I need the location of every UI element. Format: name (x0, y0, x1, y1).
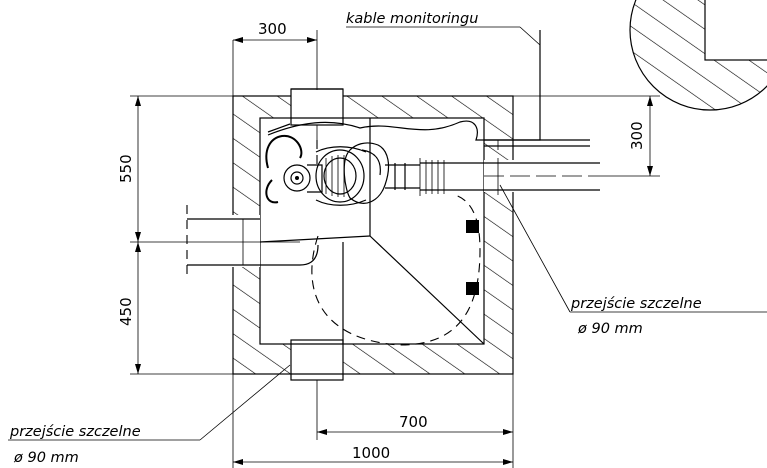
note-monitoring-cables: kable monitoringu (346, 11, 478, 27)
left-inlet-pipe (186, 205, 260, 275)
note-seal-left: przejście szczelne (9, 424, 141, 440)
note-seal-left-diameter: ø 90 mm (13, 450, 79, 466)
right-outlet-pipe (419, 158, 600, 295)
dim-lower-label: 450 (117, 297, 135, 326)
dim-right-label: 300 (628, 121, 646, 150)
pump-unit (265, 134, 420, 206)
annotation-seal-left: przejście szczelne ø 90 mm (8, 364, 291, 466)
note-seal-right-diameter: ø 90 mm (577, 321, 643, 337)
monitoring-cable (267, 30, 590, 150)
dim-upper-label: 550 (117, 154, 135, 183)
internal-channel (259, 118, 485, 346)
dimension-right-300: 300 (513, 95, 660, 177)
top-pipe-sleeve (290, 88, 344, 140)
dimension-bottom: 700 1000 (232, 374, 514, 468)
dimension-top-300: 300 (232, 20, 318, 96)
note-seal-right: przejście szczelne (570, 296, 702, 312)
dim-top-label: 300 (258, 20, 287, 38)
annotation-monitoring-cables: kable monitoringu (346, 11, 541, 46)
detail-callout-circle (629, 0, 767, 111)
dim-bottom-total-label: 1000 (352, 444, 390, 462)
annotation-seal-right: przejście szczelne ø 90 mm (499, 184, 767, 337)
dim-bottom-inner-label: 700 (399, 413, 428, 431)
bottom-pipe-sleeve (290, 339, 344, 381)
dimension-left: 550 450 (117, 95, 300, 375)
